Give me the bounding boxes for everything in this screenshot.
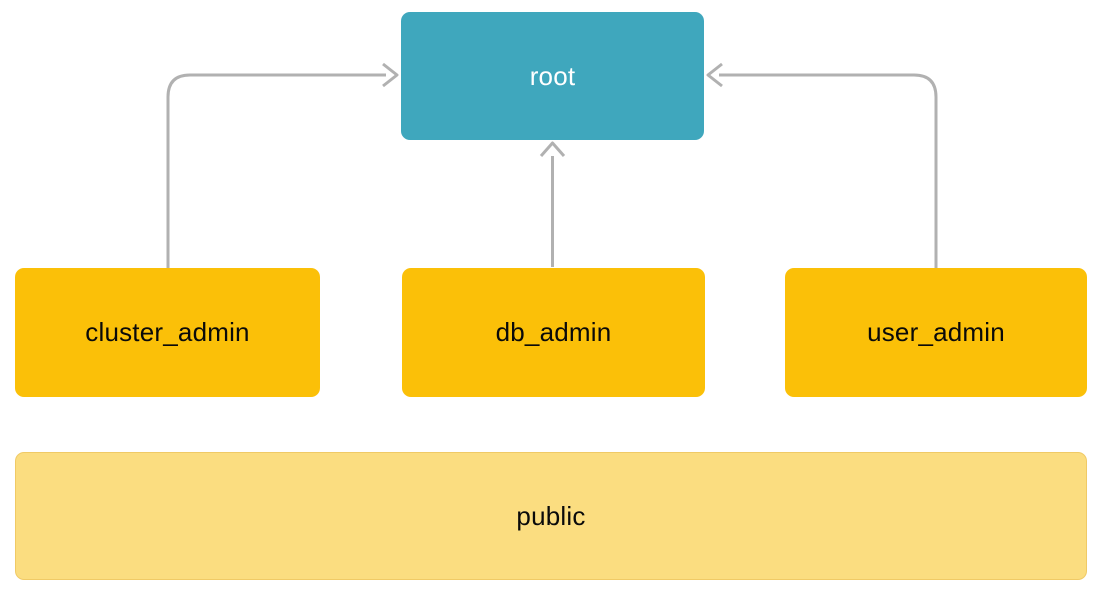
node-db-admin-label: db_admin <box>495 317 612 347</box>
node-user-admin-label: user_admin <box>867 317 1005 347</box>
node-root-label: root <box>529 60 576 91</box>
node-root: root <box>401 12 704 140</box>
node-db-admin: db_admin <box>402 268 705 397</box>
edge-db_admin-to-root <box>539 141 566 267</box>
arrowhead-left-icon <box>706 62 723 88</box>
node-cluster-admin-label: cluster_admin <box>85 317 250 347</box>
edge-user_admin-to-root <box>706 62 938 268</box>
node-user-admin: user_admin <box>785 268 1087 397</box>
node-public: public <box>15 452 1087 580</box>
node-public-label: public <box>516 500 586 531</box>
edge-cluster_admin-to-root <box>166 62 399 268</box>
node-cluster-admin: cluster_admin <box>15 268 320 397</box>
arrowhead-up-icon <box>539 141 566 157</box>
arrowhead-right-icon <box>382 62 399 88</box>
